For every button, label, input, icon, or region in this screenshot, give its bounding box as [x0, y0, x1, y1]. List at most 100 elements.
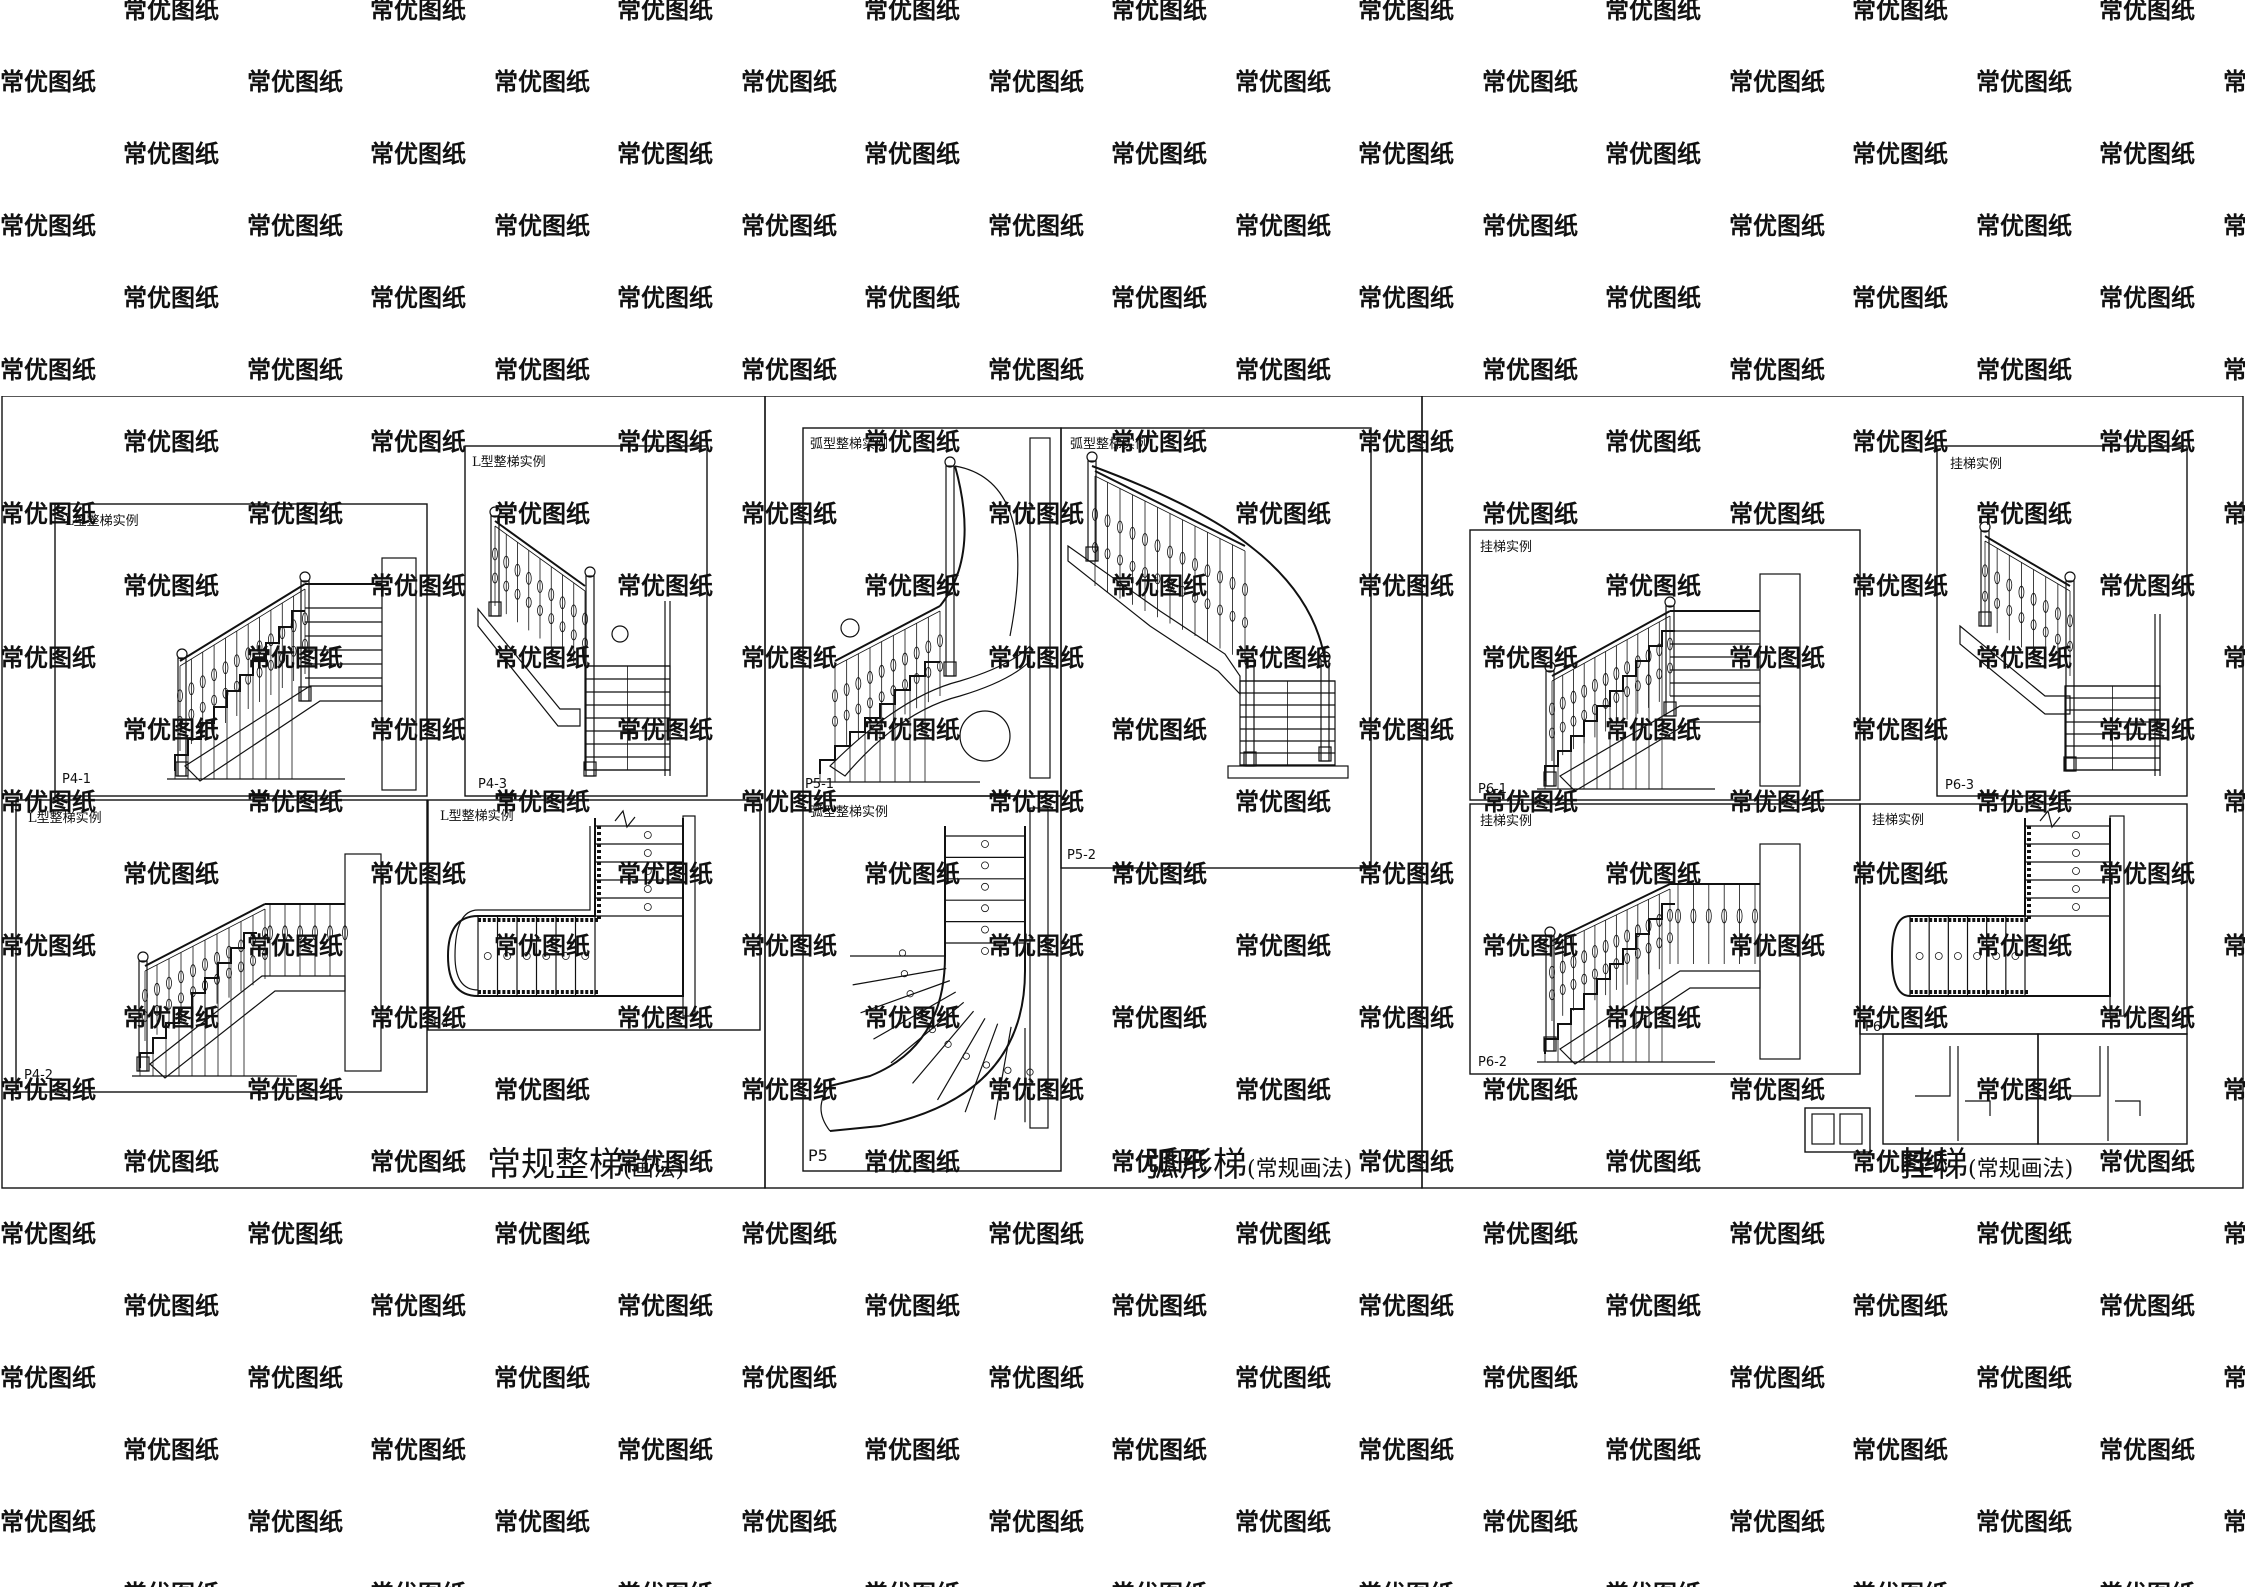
watermark-text: 常优图纸 — [2223, 67, 2245, 96]
watermark-text: 常优图纸 — [2099, 0, 2195, 24]
watermark-text: 常优图纸 — [370, 859, 466, 888]
watermark-text: 常优图纸 — [2223, 1075, 2245, 1104]
panel-title: L型整梯实例 — [472, 455, 546, 470]
watermark-text: 常优图纸 — [1111, 1579, 1207, 1587]
watermark-text: 常优图纸 — [617, 427, 713, 456]
watermark-text: 常优图纸 — [741, 643, 837, 672]
watermark-text: 常优图纸 — [2223, 643, 2245, 672]
watermark-text: 常优图纸 — [1852, 1003, 1948, 1032]
watermark-text: 常优图纸 — [1729, 355, 1825, 384]
watermark-text: 常优图纸 — [1358, 715, 1454, 744]
drawing-sheet: L型整梯实例 P4-1 L型整梯实例 P4-3 L型整梯实例 P4-2 — [1, 396, 2244, 1189]
watermark-text: 常优图纸 — [617, 1435, 713, 1464]
watermark-text: 常优图纸 — [247, 211, 343, 240]
panel-p4-2: L型整梯实例 P4-2 — [15, 799, 428, 1093]
watermark-text: 常优图纸 — [370, 1147, 466, 1176]
watermark-text: 常优图纸 — [988, 787, 1084, 816]
panel-p5-1: 弧型整梯实例 P5-1 — [802, 427, 1062, 797]
watermark-text: 常优图纸 — [1976, 1363, 2072, 1392]
watermark-text: 常优图纸 — [1852, 283, 1948, 312]
watermark-text: 常优图纸 — [1729, 67, 1825, 96]
watermark-text: 常优图纸 — [1111, 0, 1207, 24]
watermark-text: 常优图纸 — [2223, 1507, 2245, 1536]
section-title-hanging: 挂梯(常规画法) — [1900, 1145, 2073, 1185]
panel-p5-2: 弧型整梯实例 P5-2 — [1060, 427, 1372, 869]
watermark-text: 常优图纸 — [1111, 859, 1207, 888]
watermark-text: 常优图纸 — [247, 1219, 343, 1248]
watermark-text: 常优图纸 — [864, 571, 960, 600]
panel-title: L型整梯实例 — [28, 811, 102, 826]
watermark-text: 常优图纸 — [2223, 1363, 2245, 1392]
watermark-text: 常优图纸 — [0, 211, 96, 240]
watermark-text: 常优图纸 — [617, 1003, 713, 1032]
watermark-text: 常优图纸 — [988, 211, 1084, 240]
watermark-text: 常优图纸 — [370, 1003, 466, 1032]
watermark-text: 常优图纸 — [2099, 571, 2195, 600]
watermark-text: 常优图纸 — [370, 1579, 466, 1587]
watermark-text: 常优图纸 — [370, 427, 466, 456]
watermark-text: 常优图纸 — [741, 1507, 837, 1536]
section-frame-curved — [764, 396, 1423, 1189]
watermark-text: 常优图纸 — [2099, 1003, 2195, 1032]
watermark-text: 常优图纸 — [1605, 427, 1701, 456]
watermark-text: 常优图纸 — [370, 715, 466, 744]
watermark-text: 常优图纸 — [864, 139, 960, 168]
watermark-text: 常优图纸 — [1976, 1075, 2072, 1104]
watermark-text: 常优图纸 — [1235, 355, 1331, 384]
watermark-text: 常优图纸 — [494, 787, 590, 816]
panel-title: 挂梯实例 — [1872, 813, 1924, 828]
watermark-text: 常优图纸 — [1729, 1363, 1825, 1392]
panel-label: P4-1 — [62, 772, 91, 787]
watermark-text: 常优图纸 — [123, 571, 219, 600]
watermark-text: 常优图纸 — [0, 355, 96, 384]
watermark-text: 常优图纸 — [1729, 931, 1825, 960]
watermark-text: 常优图纸 — [1111, 571, 1207, 600]
watermark-text: 常优图纸 — [1358, 0, 1454, 24]
watermark-text: 常优图纸 — [1358, 1147, 1454, 1176]
watermark-text: 常优图纸 — [741, 1219, 837, 1248]
watermark-text: 常优图纸 — [864, 1291, 960, 1320]
panel-label: P6-1 — [1478, 782, 1507, 797]
watermark-text: 常优图纸 — [1729, 211, 1825, 240]
watermark-text: 常优图纸 — [247, 355, 343, 384]
watermark-text: 常优图纸 — [247, 1363, 343, 1392]
panel-label: P6-3 — [1945, 778, 1974, 793]
watermark-text: 常优图纸 — [1852, 859, 1948, 888]
watermark-text: 常优图纸 — [617, 1579, 713, 1587]
watermark-text: 常优图纸 — [1235, 499, 1331, 528]
watermark-text: 常优图纸 — [1605, 571, 1701, 600]
panel-label: P4-3 — [478, 777, 507, 792]
watermark-text: 常优图纸 — [864, 1579, 960, 1587]
watermark-text: 常优图纸 — [123, 1579, 219, 1587]
watermark-text: 常优图纸 — [2099, 283, 2195, 312]
watermark-text: 常优图纸 — [988, 1507, 1084, 1536]
watermark-text: 常优图纸 — [0, 1363, 96, 1392]
watermark-text: 常优图纸 — [494, 211, 590, 240]
watermark-text: 常优图纸 — [1482, 355, 1578, 384]
watermark-text: 常优图纸 — [741, 1363, 837, 1392]
section-frame-hanging — [1421, 396, 2244, 1189]
watermark-text: 常优图纸 — [123, 283, 219, 312]
watermark-text: 常优图纸 — [1111, 715, 1207, 744]
watermark-text: 常优图纸 — [741, 499, 837, 528]
watermark-text: 常优图纸 — [247, 67, 343, 96]
watermark-text: 常优图纸 — [2099, 859, 2195, 888]
watermark-text: 常优图纸 — [1852, 0, 1948, 24]
watermark-text: 常优图纸 — [370, 283, 466, 312]
watermark-text: 常优图纸 — [1605, 1579, 1701, 1587]
watermark-text: 常优图纸 — [1976, 1507, 2072, 1536]
watermark-text: 常优图纸 — [864, 283, 960, 312]
watermark-text: 常优图纸 — [1482, 1075, 1578, 1104]
watermark-text: 常优图纸 — [1729, 1219, 1825, 1248]
watermark-text: 常优图纸 — [1976, 211, 2072, 240]
watermark-text: 常优图纸 — [617, 1291, 713, 1320]
watermark-text: 常优图纸 — [1605, 0, 1701, 24]
watermark-text: 常优图纸 — [2099, 1579, 2195, 1587]
panel-p6: 挂梯实例 P6 — [1859, 803, 2188, 1035]
watermark-text: 常优图纸 — [1605, 1147, 1701, 1176]
watermark-text: 常优图纸 — [123, 1147, 219, 1176]
watermark-text: 常优图纸 — [494, 1075, 590, 1104]
watermark-text: 常优图纸 — [1358, 859, 1454, 888]
watermark-text: 常优图纸 — [617, 283, 713, 312]
watermark-text: 常优图纸 — [2223, 931, 2245, 960]
